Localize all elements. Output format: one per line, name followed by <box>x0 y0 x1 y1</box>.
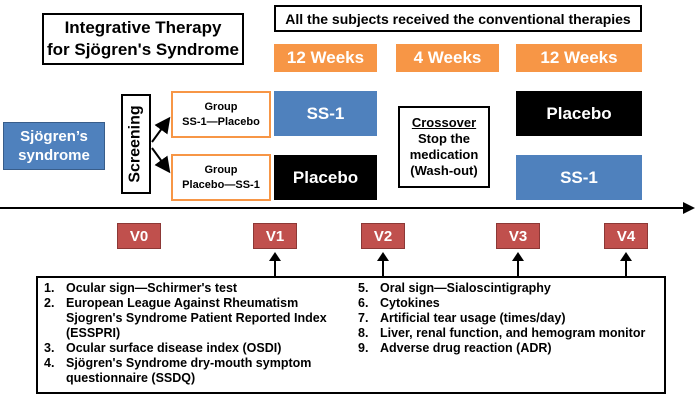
arrow-up-v3 <box>512 252 524 276</box>
washout-heading: Crossover <box>411 115 477 130</box>
period-2-duration: 4 Weeks <box>396 44 499 72</box>
assessment-number: 7. <box>358 311 369 325</box>
title-line-1: Integrative Therapy <box>64 18 222 37</box>
assessment-number: 1. <box>44 281 55 295</box>
period-1-duration: 12 Weeks <box>274 44 377 72</box>
assessment-text: Cytokines <box>380 296 440 310</box>
assessment-item: 1. Ocular sign—Schirmer's test <box>44 281 354 296</box>
group-1-line-2: SS-1—Placebo <box>182 115 260 128</box>
assessment-item: 8. Liver, renal function, and hemogram mo… <box>358 326 648 341</box>
condition-box: Sjögren’s syndrome <box>3 122 105 170</box>
assessment-text: Artificial tear usage (times/day) <box>380 311 566 325</box>
assessment-item: 5. Oral sign—Sialoscintigraphy <box>358 281 648 296</box>
arrow-to-group-1 <box>151 116 171 143</box>
assessment-text: Ocular sign—Schirmer's test <box>66 281 238 295</box>
visit-v0: V0 <box>117 223 161 249</box>
visit-v2: V2 <box>361 223 405 249</box>
visit-v3: V3 <box>496 223 540 249</box>
visit-v1: V1 <box>253 223 297 249</box>
group-placebo-ss1: Group Placebo—SS-1 <box>171 154 271 201</box>
assessment-item: 3. Ocular surface disease index (OSDI) <box>44 341 354 356</box>
group-2-line-2: Placebo—SS-1 <box>182 178 260 191</box>
period-3-treatment-ss1: SS-1 <box>516 155 642 200</box>
assessment-number: 4. <box>44 356 55 370</box>
arrow-up-v4 <box>620 252 632 276</box>
visit-v4: V4 <box>604 223 648 249</box>
arrow-up-v1 <box>269 252 281 276</box>
screening-box: Screening <box>121 94 151 194</box>
arrow-up-v2 <box>377 252 389 276</box>
assessment-number: 9. <box>358 341 369 355</box>
group-1-line-1: Group <box>204 100 238 113</box>
diagram-title: Integrative Therapy for Sjögren's Syndro… <box>42 13 244 65</box>
assessment-item: 4. Sjögren's Syndrome dry-mouth symptom q… <box>44 356 354 386</box>
timeline-axis <box>0 207 685 209</box>
title-line-2: for Sjögren's Syndrome <box>46 40 240 59</box>
period-1-treatment-placebo: Placebo <box>274 155 377 200</box>
assessment-number: 2. <box>44 296 55 310</box>
group-2-line-1: Group <box>204 163 238 176</box>
group-ss1-placebo: Group SS-1—Placebo <box>171 91 271 138</box>
assessments-left-column: 1. Ocular sign—Schirmer's test 2. European… <box>44 281 354 386</box>
assessment-text: Sjögren's Syndrome dry-mouth symptom que… <box>66 356 312 385</box>
assessment-item: 9. Adverse drug reaction (ADR) <box>358 341 648 356</box>
period-3-duration: 12 Weeks <box>516 44 642 72</box>
condition-line-2: syndrome <box>18 147 90 164</box>
condition-line-1: Sjögren’s <box>20 128 88 145</box>
assessment-number: 3. <box>44 341 55 355</box>
assessment-number: 8. <box>358 326 369 340</box>
assessment-text: Ocular surface disease index (OSDI) <box>66 341 282 355</box>
assessments-box: 1. Ocular sign—Schirmer's test 2. European… <box>36 276 666 394</box>
assessment-number: 6. <box>358 296 369 310</box>
assessment-text: Liver, renal function, and hemogram moni… <box>380 326 646 340</box>
conventional-therapy-banner: All the subjects received the convention… <box>274 5 642 32</box>
assessment-number: 5. <box>358 281 369 295</box>
washout-line-3: (Wash-out) <box>410 163 478 178</box>
assessment-text: Adverse drug reaction (ADR) <box>380 341 552 355</box>
assessment-item: 2. European League Against Rheumatism Sjo… <box>44 296 354 341</box>
assessments-right-column: 5. Oral sign—Sialoscintigraphy 6. Cytokine… <box>358 281 648 356</box>
washout-box: Crossover Stop the medication (Wash-out) <box>398 106 490 188</box>
period-3-treatment-placebo: Placebo <box>516 91 642 136</box>
assessment-text: Oral sign—Sialoscintigraphy <box>380 281 551 295</box>
assessment-text: European League Against Rheumatism Sjogr… <box>66 296 327 340</box>
arrow-to-group-2 <box>151 147 171 174</box>
washout-line-1: Stop the <box>418 131 470 146</box>
period-1-treatment-ss1: SS-1 <box>274 91 377 136</box>
washout-line-2: medication <box>409 147 479 162</box>
assessment-item: 7. Artificial tear usage (times/day) <box>358 311 648 326</box>
timeline-arrowhead <box>683 202 695 214</box>
assessment-item: 6. Cytokines <box>358 296 648 311</box>
